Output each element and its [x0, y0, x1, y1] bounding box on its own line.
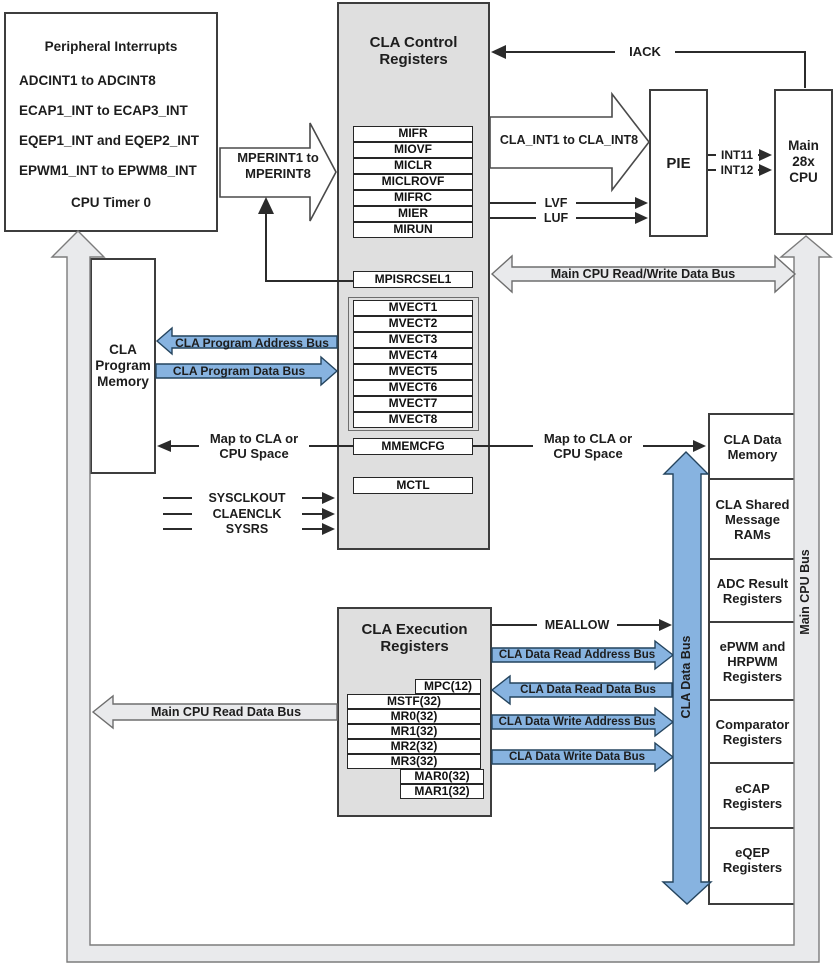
reg-mctl: MCTL	[353, 477, 473, 494]
mperint-label: MPERINT1 to MPERINT8	[237, 150, 319, 181]
luf-label: LUF	[536, 211, 576, 226]
main-cpu-rw-data-bus-label: Main CPU Read/Write Data Bus	[550, 267, 736, 281]
cla-execution-registers-title: CLA Execution Registers	[361, 621, 468, 655]
reg-mr2: MR2(32)	[347, 739, 481, 754]
cla-control-registers-title: CLA Control Registers	[369, 34, 458, 68]
block-ecap-registers: eCAP Registers	[710, 762, 795, 827]
block-epwm-hrpwm-registers: ePWM and HRPWM Registers	[710, 621, 795, 699]
cla-program-address-bus-label: CLA Program Address Bus	[175, 336, 329, 350]
sysclkout-label: SYSCLKOUT	[192, 491, 302, 506]
reg-mr1: MR1(32)	[347, 724, 481, 739]
reg-mr0: MR0(32)	[347, 709, 481, 724]
block-eqep-registers: eQEP Registers	[710, 827, 795, 891]
cla-program-memory-box: CLA Program Memory	[90, 258, 156, 474]
block-comparator-registers: Comparator Registers	[710, 699, 795, 762]
main-cpu-box: Main 28x CPU	[774, 89, 833, 235]
block-cla-data-memory: CLA Data Memory	[723, 431, 782, 462]
reg-mpisrcsel1: MPISRCSEL1	[353, 271, 473, 288]
main-cpu-read-data-bus-label: Main CPU Read Data Bus	[150, 705, 302, 719]
sysrs-label: SYSRS	[192, 522, 302, 537]
reg-mmemcfg: MMEMCFG	[353, 438, 473, 455]
map-space-left-label: Map to CLA or CPU Space	[199, 431, 309, 461]
pie-box: PIE	[649, 89, 708, 237]
lvf-arrowhead	[635, 197, 648, 209]
peripheral-item-epwm: EPWM1_INT to EPWM8_INT	[19, 163, 197, 178]
reg-mar0: MAR0(32)	[400, 769, 484, 784]
reg-mier: MIER	[353, 206, 473, 222]
mvect-group: MVECT1 MVECT2 MVECT3 MVECT4 MVECT5 MVECT…	[348, 297, 479, 431]
iack-arrowhead	[491, 45, 506, 59]
map-space-left-arrowhead	[157, 440, 171, 452]
cla-data-read-data-bus-label: CLA Data Read Data Bus	[520, 684, 656, 696]
reg-mvect3: MVECT3	[353, 332, 473, 348]
peripheral-item-eqep: EQEP1_INT and EQEP2_INT	[19, 133, 200, 148]
mpisrcsel-feedback-arrowhead	[258, 197, 274, 214]
reg-mar1: MAR1(32)	[400, 784, 484, 799]
reg-mirun: MIRUN	[353, 222, 473, 238]
cla-program-data-bus-label: CLA Program Data Bus	[172, 364, 306, 378]
map-space-right-arrowhead	[693, 440, 706, 452]
main-cpu-bus-label: Main CPU Bus	[798, 549, 812, 635]
cla-data-write-data-bus-label: CLA Data Write Data Bus	[508, 751, 646, 763]
block-cla-shared-message-rams: CLA Shared Message RAMs	[710, 478, 795, 558]
reg-mr3: MR3(32)	[347, 754, 481, 769]
cla-int-label: CLA_INT1 to CLA_INT8	[499, 133, 639, 147]
reg-mifrc: MIFRC	[353, 190, 473, 206]
reg-miclr: MICLR	[353, 158, 473, 174]
cla-data-bus-label: CLA Data Bus	[679, 635, 693, 719]
cla-execution-registers-box: CLA Execution Registers MPC(12) MSTF(32)…	[337, 607, 492, 817]
map-space-right-label: Map to CLA or CPU Space	[533, 431, 643, 461]
reg-mvect4: MVECT4	[353, 348, 473, 364]
cla-control-registers-box: CLA Control Registers MIFR MIOVF MICLR M…	[337, 2, 490, 550]
sysrs-arrowhead	[322, 523, 335, 535]
int11-arrowhead	[759, 149, 772, 161]
reg-mstf: MSTF(32)	[347, 694, 481, 709]
reg-mvect8: MVECT8	[353, 412, 473, 428]
reg-mifr: MIFR	[353, 126, 473, 142]
lvf-label: LVF	[536, 196, 576, 211]
int12-label: INT12	[716, 163, 758, 178]
reg-mvect7: MVECT7	[353, 396, 473, 412]
memory-map-column: CLA Data Memory CLA Shared Message RAMs …	[708, 413, 797, 905]
block-adc-result-registers: ADC Result Registers	[710, 558, 795, 621]
luf-arrowhead	[635, 212, 648, 224]
claenclk-label: CLAENCLK	[192, 507, 302, 522]
reg-miovf: MIOVF	[353, 142, 473, 158]
reg-mvect1: MVECT1	[353, 300, 473, 316]
peripheral-interrupts-title: Peripheral Interrupts	[44, 39, 178, 54]
sysclkout-arrowhead	[322, 492, 335, 504]
iack-label: IACK	[615, 44, 675, 59]
peripheral-item-ecap: ECAP1_INT to ECAP3_INT	[19, 103, 188, 118]
cla-data-read-address-bus-label: CLA Data Read Address Bus	[498, 649, 656, 661]
peripheral-item-adcint: ADCINT1 to ADCINT8	[19, 73, 156, 88]
reg-miclrovf: MICLROVF	[353, 174, 473, 190]
meallow-arrowhead	[659, 619, 672, 631]
cla-data-write-address-bus-label: CLA Data Write Address Bus	[498, 716, 656, 728]
reg-mvect2: MVECT2	[353, 316, 473, 332]
reg-mpc: MPC(12)	[415, 679, 481, 694]
claenclk-arrowhead	[322, 508, 335, 520]
int11-label: INT11	[716, 148, 758, 163]
meallow-label: MEALLOW	[537, 618, 617, 633]
peripheral-item-cpu-timer: CPU Timer 0	[70, 195, 152, 210]
peripheral-interrupts-box: Peripheral Interrupts ADCINT1 to ADCINT8…	[4, 12, 218, 232]
reg-mvect6: MVECT6	[353, 380, 473, 396]
int12-arrowhead	[759, 164, 772, 176]
reg-mvect5: MVECT5	[353, 364, 473, 380]
